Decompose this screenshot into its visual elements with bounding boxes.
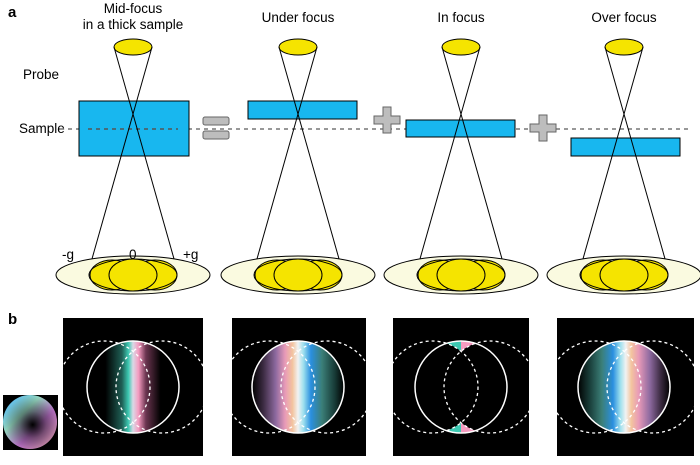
image-mid-focus xyxy=(57,318,209,456)
title-in-focus: In focus xyxy=(437,10,485,25)
thin-sample-in xyxy=(405,119,516,138)
title-mid-focus-line1: Mid-focus xyxy=(104,1,163,16)
beam-label-minus-g: -g xyxy=(62,247,74,262)
probe-aperture xyxy=(278,38,318,56)
thin-sample-over xyxy=(570,137,681,157)
column-in-focus xyxy=(383,38,539,295)
plus-icon xyxy=(373,106,401,134)
column-over-focus xyxy=(546,38,700,295)
title-mid-focus-line2: in a thick sample xyxy=(83,17,184,32)
label-probe: Probe xyxy=(23,67,59,82)
panel-label-b: b xyxy=(8,311,17,328)
plus-icon xyxy=(529,114,557,142)
title-over-focus: Over focus xyxy=(591,10,657,25)
beam-label-zero: 0 xyxy=(129,247,137,262)
equals-icon xyxy=(202,116,230,140)
image-under-focus xyxy=(222,318,374,456)
color-wheel-icon xyxy=(3,395,58,450)
title-under-focus: Under focus xyxy=(262,10,335,25)
disk-zero xyxy=(108,258,158,292)
thin-sample-under xyxy=(247,100,358,120)
probe-aperture xyxy=(604,38,644,56)
image-in-focus xyxy=(385,318,537,456)
probe-aperture xyxy=(113,38,153,56)
column-mid-focus: -g 0 +g xyxy=(55,38,211,295)
image-over-focus xyxy=(548,318,700,456)
column-under-focus xyxy=(220,38,376,295)
label-sample: Sample xyxy=(19,121,65,136)
beam-label-plus-g: +g xyxy=(183,247,198,262)
panel-label-a: a xyxy=(8,4,17,21)
probe-aperture xyxy=(441,38,481,56)
